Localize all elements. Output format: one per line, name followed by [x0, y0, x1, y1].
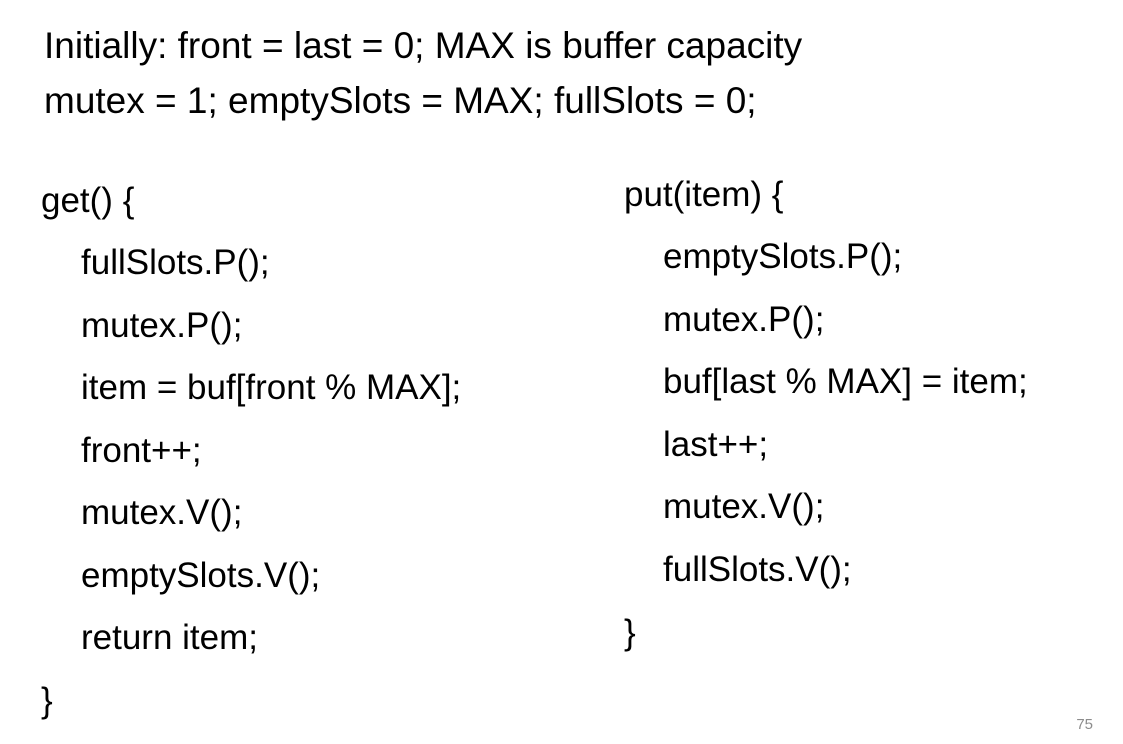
put-code-line: buf[last % MAX] = item; [663, 362, 1028, 401]
put-code-line: emptySlots.P(); [663, 237, 903, 276]
get-code-line: emptySlots.V(); [81, 556, 321, 595]
get-code-line: item = buf[front % MAX]; [81, 368, 462, 407]
get-code-line: front++; [81, 431, 202, 470]
get-closing-brace: } [41, 681, 53, 720]
get-code-line: return item; [81, 618, 258, 657]
get-signature-line: get() { [41, 181, 135, 220]
get-code-line: fullSlots.P(); [81, 243, 270, 282]
put-closing-brace: } [624, 613, 636, 652]
put-code-line: mutex.V(); [663, 487, 825, 526]
slide-number: 75 [1076, 716, 1093, 733]
init-statement-line-2: mutex = 1; emptySlots = MAX; fullSlots =… [44, 80, 757, 121]
put-code-line: mutex.P(); [663, 300, 825, 339]
put-signature-line: put(item) { [624, 175, 784, 214]
get-code-line: mutex.P(); [81, 306, 243, 345]
get-code-line: mutex.V(); [81, 493, 243, 532]
put-code-line: last++; [663, 425, 769, 464]
put-code-line: fullSlots.V(); [663, 550, 852, 589]
init-statement-line-1: Initially: front = last = 0; MAX is buff… [44, 25, 803, 66]
